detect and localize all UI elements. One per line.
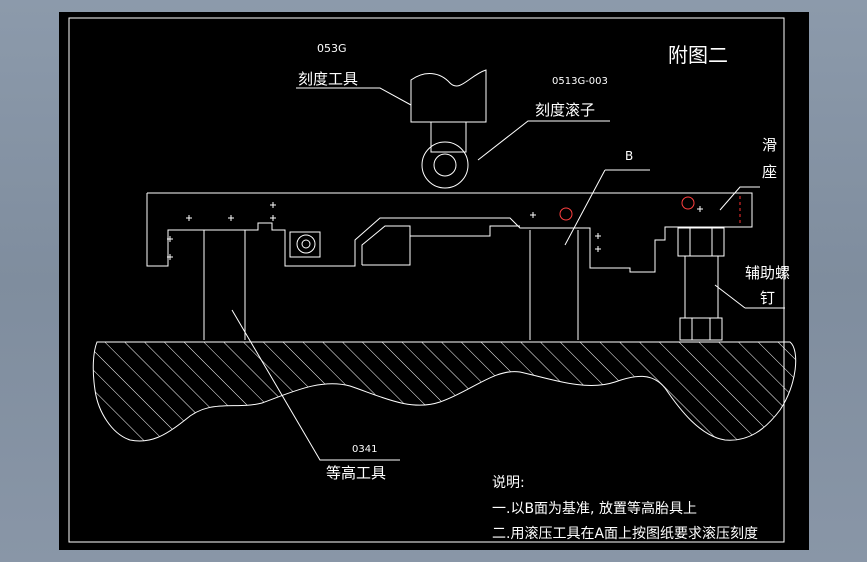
label-engrave-roller: 刻度滚子 (535, 101, 595, 119)
screw-head (677, 227, 725, 257)
leader-053g (296, 87, 412, 106)
workbench-hatched (92, 341, 797, 442)
label-aux-screw-1: 辅助螺 (745, 264, 790, 282)
datum-mark-a (681, 196, 695, 210)
drawing-title: 附图二 (668, 43, 728, 67)
notes-line-1: 一.以B面为基准, 放置等高胎具上 (492, 500, 697, 517)
engrave-tool-head (410, 69, 487, 123)
plus-marks (167, 202, 703, 260)
label-aux-screw-2: 钉 (760, 289, 775, 307)
engrave-tool-stem (430, 121, 467, 153)
screw-hex-lines (689, 228, 713, 256)
drawing-frame (68, 17, 785, 543)
datum-mark-b (559, 207, 573, 221)
label-0341: 0341 (352, 444, 377, 455)
notes-heading: 说明: (492, 475, 525, 491)
pillar-right (529, 230, 579, 340)
pillar-left (203, 230, 246, 340)
engrave-roller (421, 141, 469, 189)
label-equal-height-tool: 等高工具 (326, 464, 386, 482)
leader-0341 (231, 309, 400, 461)
notes-line-2: 二.用滚压工具在A面上按图纸要求滚压刻度 (492, 525, 758, 542)
clamp-circle (296, 234, 316, 254)
screw-nut (679, 317, 723, 341)
workpiece (146, 192, 753, 273)
leader-slide (719, 186, 760, 211)
clamp-circle-inner (301, 239, 311, 249)
leader-screw (714, 284, 785, 309)
model-space (59, 12, 809, 550)
label-slide-seat-1: 滑 (762, 136, 777, 154)
clamp-block (289, 231, 321, 258)
workpiece-step-2 (362, 236, 411, 266)
label-053g: 053G (317, 42, 347, 55)
label-slide-seat-2: 座 (762, 163, 777, 181)
leader-roller (477, 120, 533, 161)
screw-nut-lines (691, 318, 711, 340)
leader-b (564, 169, 650, 246)
label-engrave-tool: 刻度工具 (298, 70, 358, 88)
workpiece-step (361, 225, 520, 265)
engrave-roller-hub (433, 153, 457, 177)
label-0513g003: 0513G-003 (552, 76, 608, 87)
label-surface-b: B (625, 149, 633, 163)
